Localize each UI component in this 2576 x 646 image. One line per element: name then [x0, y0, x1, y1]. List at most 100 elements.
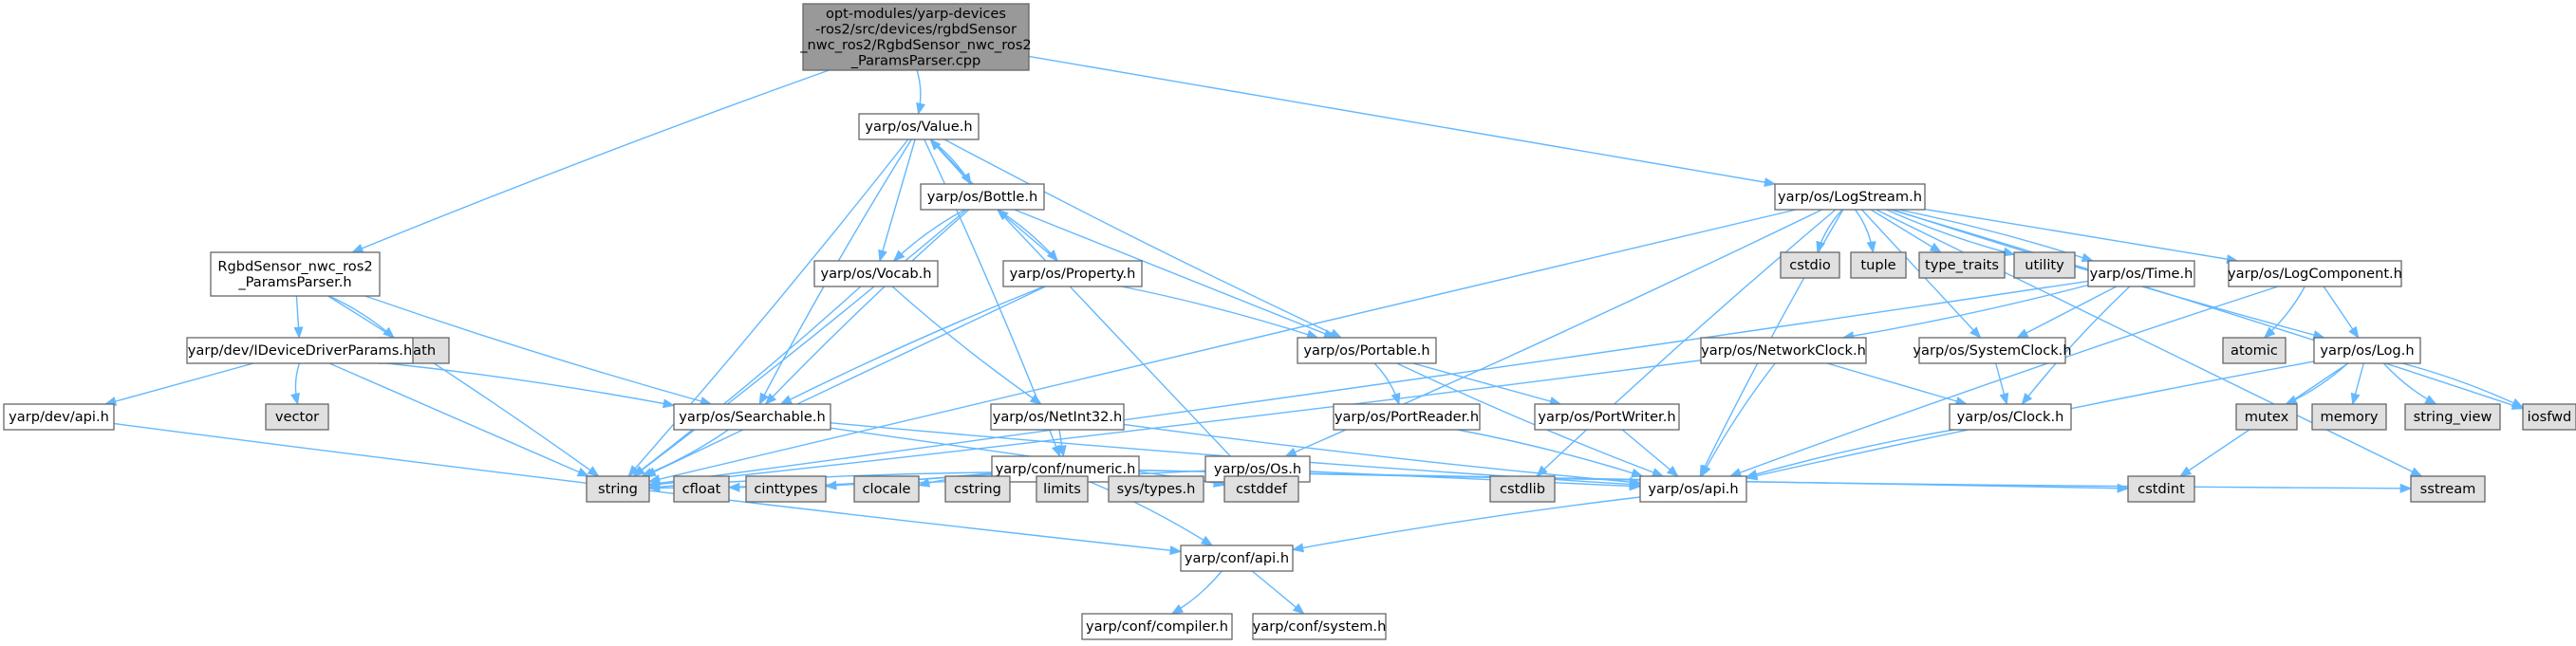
node-cstdlib: cstdlib — [1489, 475, 1556, 503]
node-logstream[interactable]: yarp/os/LogStream.h — [1774, 183, 1926, 211]
edge-networkclock-to-clock — [1826, 362, 1969, 406]
node-logcomponent-box — [2228, 260, 2402, 287]
node-devapi[interactable]: yarp/dev/api.h — [3, 403, 115, 431]
node-cstdint-box — [2127, 475, 2195, 503]
node-netint32-box — [990, 403, 1125, 431]
edge-logcomponent-to-osapi — [1728, 286, 2279, 477]
node-networkclock[interactable]: yarp/os/NetworkClock.h — [1700, 337, 1867, 364]
edge-property-to-bottle — [996, 209, 1058, 262]
node-osapi-box — [1639, 475, 1747, 503]
node-mutex-label: mutex — [2245, 409, 2289, 425]
node-confapi[interactable]: yarp/conf/api.h — [1180, 544, 1294, 572]
node-idevparams[interactable]: yarp/dev/IDeviceDriverParams.h — [186, 337, 414, 364]
node-rgbdparams-box — [210, 251, 381, 297]
node-vocab[interactable]: yarp/os/Vocab.h — [813, 260, 939, 287]
node-cstdlib-label: cstdlib — [1500, 481, 1545, 497]
edge-portable-to-osapi — [1396, 362, 1665, 477]
node-string_view-box — [2404, 403, 2501, 431]
node-property[interactable]: yarp/os/Property.h — [1002, 260, 1143, 287]
edge-idevparams-to-string — [328, 362, 590, 477]
node-clocale-label: clocale — [862, 481, 910, 497]
edge-confapi-to-system — [1251, 570, 1305, 615]
node-limits: limits — [1036, 475, 1089, 503]
edge-rgbdparams-to-string — [327, 295, 600, 477]
edge-netint32-to-osapi — [1123, 423, 1642, 488]
node-system[interactable]: yarp/conf/system.h — [1252, 613, 1387, 640]
node-log-label: yarp/os/Log.h — [2320, 342, 2414, 359]
node-vector: vector — [265, 403, 329, 431]
node-system-box — [1252, 613, 1387, 640]
node-compiler-box — [1081, 613, 1233, 640]
node-sstream-label: sstream — [2420, 481, 2476, 497]
node-rgbdparams[interactable]: RgbdSensor_nwc_ros2_ParamsParser.h — [210, 251, 381, 297]
node-iosfwd-box — [2522, 403, 2576, 431]
node-confapi-box — [1180, 544, 1294, 572]
edge-property-to-string — [644, 286, 1046, 477]
node-bottle[interactable]: yarp/os/Bottle.h — [920, 183, 1045, 211]
edge-rgbdparams-to-cmath — [328, 295, 395, 339]
node-compiler[interactable]: yarp/conf/compiler.h — [1081, 613, 1233, 640]
edge-logstream-to-type_traits — [1870, 209, 1942, 253]
node-root[interactable]: opt-modules/yarp-devices-ros2/src/device… — [799, 3, 1032, 71]
node-logcomponent-label: yarp/os/LogComponent.h — [2228, 266, 2402, 282]
node-clock[interactable]: yarp/os/Clock.h — [1949, 403, 2072, 431]
node-bottle-label: yarp/os/Bottle.h — [927, 189, 1038, 205]
node-vocab-label: yarp/os/Vocab.h — [820, 266, 931, 282]
node-vector-box — [265, 403, 329, 431]
edges-layer — [103, 55, 2525, 615]
node-cfloat-label: cfloat — [682, 481, 721, 497]
edge-bottle-to-portable — [1014, 209, 1336, 339]
node-log[interactable]: yarp/os/Log.h — [2313, 337, 2421, 364]
node-systypes-box — [1108, 475, 1204, 503]
node-portwriter-label: yarp/os/PortWriter.h — [1538, 409, 1675, 425]
node-searchable[interactable]: yarp/os/Searchable.h — [673, 403, 831, 431]
node-tuple-label: tuple — [1860, 257, 1895, 273]
node-netint32[interactable]: yarp/os/NetInt32.h — [990, 403, 1125, 431]
node-root-label: opt-modules/yarp-devices — [826, 6, 1006, 22]
node-mutex-box — [2235, 403, 2298, 431]
node-cstddef-box — [1223, 475, 1299, 503]
node-cstdio-label: cstdio — [1789, 257, 1831, 273]
node-value-label: yarp/os/Value.h — [865, 119, 972, 135]
edge-bottle-to-string — [632, 209, 967, 477]
node-portwriter[interactable]: yarp/os/PortWriter.h — [1534, 403, 1680, 431]
edge-searchable-to-string — [640, 429, 729, 477]
node-logcomponent[interactable]: yarp/os/LogComponent.h — [2228, 260, 2402, 287]
edge-log-to-memory — [2350, 362, 2364, 406]
node-netint32-label: yarp/os/NetInt32.h — [993, 409, 1123, 425]
edge-confapi-to-compiler — [1170, 570, 1223, 615]
node-string_view-label: string_view — [2414, 409, 2492, 425]
node-portable-label: yarp/os/Portable.h — [1303, 342, 1429, 359]
node-idevparams-label: yarp/dev/IDeviceDriverParams.h — [188, 342, 412, 359]
node-value[interactable]: yarp/os/Value.h — [858, 113, 980, 140]
edge-clock-to-osapi — [1745, 429, 1954, 479]
node-iosfwd-label: iosfwd — [2528, 409, 2572, 425]
node-cstdio: cstdio — [1780, 251, 1840, 279]
edge-logcomponent-to-atomic — [2263, 286, 2305, 339]
node-confapi-label: yarp/conf/api.h — [1185, 550, 1289, 566]
node-string-box — [586, 475, 650, 503]
node-type_traits-label: type_traits — [1925, 257, 1999, 273]
node-cstdlib-box — [1489, 475, 1556, 503]
edge-bottle-to-value — [929, 138, 972, 185]
node-portreader[interactable]: yarp/os/PortReader.h — [1333, 403, 1481, 431]
node-type_traits-box — [1918, 251, 2006, 279]
node-value-box — [858, 113, 980, 140]
node-mutex: mutex — [2235, 403, 2298, 431]
node-time[interactable]: yarp/os/Time.h — [2087, 260, 2195, 287]
node-portable[interactable]: yarp/os/Portable.h — [1297, 337, 1437, 364]
node-clock-label: yarp/os/Clock.h — [1957, 409, 2064, 425]
edge-time-to-networkclock — [1841, 284, 2089, 341]
node-root-box — [802, 3, 1030, 71]
node-osapi[interactable]: yarp/os/api.h — [1639, 475, 1747, 503]
edge-logstream-to-sstream — [1876, 209, 2423, 477]
node-compiler-label: yarp/conf/compiler.h — [1086, 618, 1228, 635]
edge-idevparams-to-devapi — [103, 362, 254, 406]
node-searchable-label: yarp/os/Searchable.h — [679, 409, 825, 425]
node-systemclock[interactable]: yarp/os/SystemClock.h — [1913, 337, 2072, 364]
node-vocab-box — [813, 260, 939, 287]
edge-property-to-searchable — [779, 286, 1045, 405]
node-root-label: -ros2/src/devices/rgbdSensor — [815, 21, 1017, 37]
node-tuple-box — [1850, 251, 1907, 279]
edge-systemclock-to-clock — [1995, 362, 2009, 406]
